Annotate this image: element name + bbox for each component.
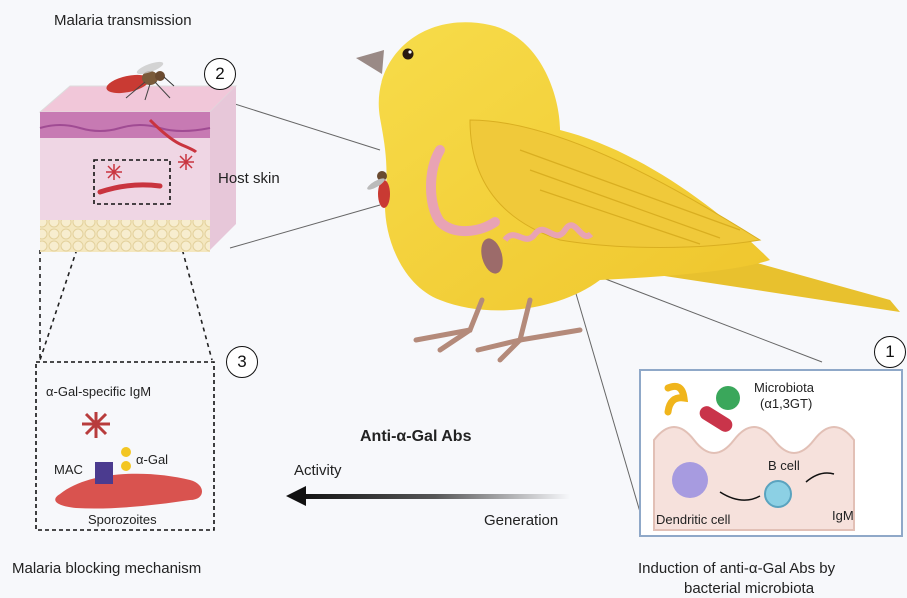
bcell-label: B cell [768,458,800,473]
generation-label: Generation [484,512,558,529]
bird-icon [356,22,900,360]
center-title: Anti-α-Gal Abs [360,428,471,446]
malaria-transmission-label: Malaria transmission [54,12,192,29]
mosquito-on-bird-icon [366,171,390,208]
igm-label: α-Gal-specific IgM [46,384,151,399]
host-skin-label: Host skin [218,170,280,187]
step-3-badge: 3 [226,346,258,378]
induction-label-2: bacterial microbiota [684,580,814,597]
microbiota-label: Microbiota [754,380,814,395]
activity-label: Activity [294,462,342,479]
step-2-badge: 2 [204,58,236,90]
mac-label: MAC [54,462,83,477]
induction-label-1: Induction of anti-α-Gal Abs by [638,560,835,577]
step-1-badge: 1 [874,336,906,368]
skin-block [40,86,236,252]
activity-arrow [286,486,570,506]
sporozoites-label: Sporozoites [88,512,157,527]
antibody-icon [82,412,110,438]
enzyme-label: (α1,3GT) [760,396,812,411]
malaria-blocking-label: Malaria blocking mechanism [12,560,201,577]
igm-gut-label: IgM [832,508,854,523]
dendritic-label: Dendritic cell [656,512,730,527]
agal-label: α-Gal [136,452,168,467]
